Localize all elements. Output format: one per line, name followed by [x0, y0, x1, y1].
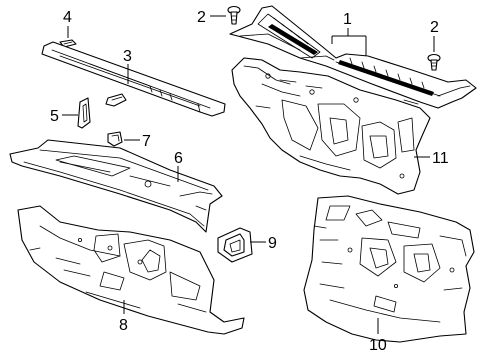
callout-10: 10 — [369, 337, 387, 354]
part-5-bracket — [77, 97, 91, 129]
callout-8: 8 — [119, 317, 128, 334]
part-6-cowl-lower — [9, 139, 223, 233]
part-7-bracket — [107, 131, 123, 147]
callout-1: 1 — [343, 11, 352, 28]
callout-9: 9 — [268, 235, 277, 252]
leader-1 — [331, 28, 367, 56]
part-2-push-pin-right — [427, 53, 441, 71]
callout-4: 4 — [63, 9, 72, 26]
part-8-dash-insulator — [17, 205, 245, 335]
part-2-push-pin-left — [227, 5, 241, 25]
callout-3: 3 — [123, 48, 132, 65]
callout-labels: 1 2 2 3 4 5 6 7 8 9 10 11 — [50, 9, 449, 354]
callout-5: 5 — [50, 108, 59, 125]
part-1-cowl-vent — [229, 5, 477, 109]
leader-lines — [62, 15, 435, 334]
part-10-dash-insulator — [303, 195, 475, 343]
part-3-cowl-panel — [41, 41, 226, 117]
part-11-dash-panel — [231, 57, 431, 195]
callout-2-right: 2 — [430, 19, 439, 36]
callout-6: 6 — [174, 150, 183, 167]
callout-7: 7 — [142, 133, 151, 150]
part-9-grommet — [217, 227, 253, 263]
callout-11: 11 — [432, 150, 449, 167]
callout-2-left: 2 — [197, 9, 206, 26]
